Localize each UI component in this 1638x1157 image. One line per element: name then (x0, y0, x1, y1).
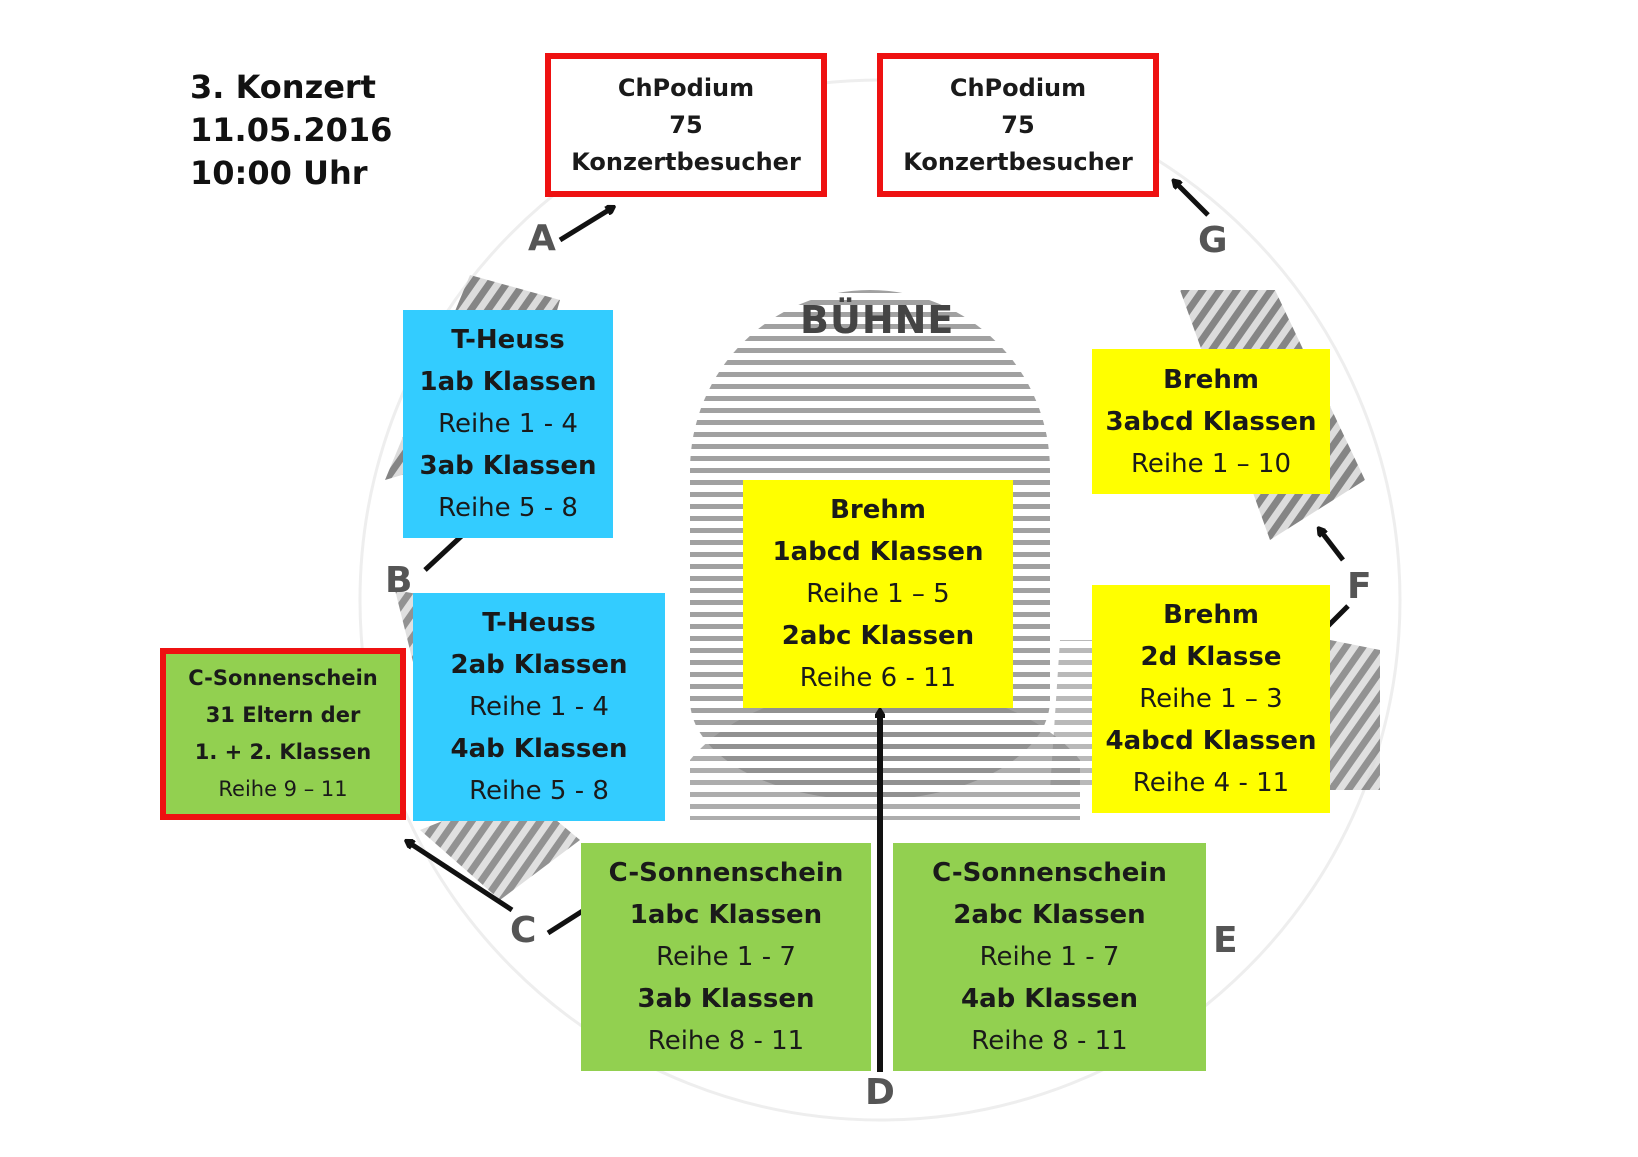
entrance-e: E (1213, 920, 1238, 961)
box-line: Reihe 5 - 8 (469, 776, 609, 806)
csonnenschein-left-box: C-Sonnenschein 1abc Klassen Reihe 1 - 7 … (581, 843, 871, 1071)
box-line: 4ab Klassen (450, 734, 628, 764)
box-line: Reihe 1 – 5 (806, 579, 950, 609)
box-line: Konzertbesucher (903, 147, 1133, 176)
box-line: 2abc Klassen (953, 900, 1146, 930)
box-line: Reihe 9 – 11 (218, 777, 348, 801)
box-line: 31 Eltern der (205, 703, 361, 727)
box-line: 75 (669, 110, 703, 139)
csonnenschein-parents-box: C-Sonnenschein 31 Eltern der 1. + 2. Kla… (160, 648, 406, 820)
box-line: Reihe 1 - 7 (979, 942, 1120, 972)
seat-block-center-bottom (690, 684, 1080, 820)
seat-block-right-lower (1050, 640, 1100, 790)
box-line: Konzertbesucher (571, 147, 801, 176)
box-line: Reihe 6 - 11 (799, 663, 957, 693)
box-line: Brehm (830, 495, 926, 525)
box-line: ChPodium (617, 73, 755, 102)
box-line: 2abc Klassen (781, 621, 975, 651)
concert-info: 3. Konzert 11.05.2016 10:00 Uhr (190, 66, 392, 195)
box-line: Reihe 1 - 4 (438, 409, 578, 439)
box-line: 3ab Klassen (419, 451, 597, 481)
box-line: Brehm (1163, 364, 1259, 395)
box-line: Reihe 1 – 10 (1130, 448, 1291, 479)
box-line: T-Heuss (451, 325, 565, 355)
entrance-a: A (528, 218, 556, 259)
csonnenschein-right-box: C-Sonnenschein 2abc Klassen Reihe 1 - 7 … (893, 843, 1206, 1071)
arrow-g (1175, 182, 1210, 217)
brehm-right-bottom-box: Brehm 2d Klasse Reihe 1 – 3 4abcd Klasse… (1092, 585, 1330, 813)
box-line: Reihe 5 - 8 (438, 493, 578, 523)
entrance-g: G (1198, 220, 1228, 261)
theuss-bottom-box: T-Heuss 2ab Klassen Reihe 1 - 4 4ab Klas… (413, 593, 665, 821)
entrance-f: F (1347, 566, 1372, 607)
seat-block-right (1320, 640, 1380, 790)
box-line: ChPodium (949, 73, 1087, 102)
entrance-c: C (510, 910, 537, 951)
brehm-right-top-box: Brehm 3abcd Klassen Reihe 1 – 10 (1092, 349, 1330, 494)
concert-number: 3. Konzert (190, 68, 376, 106)
box-line: C-Sonnenschein (188, 666, 378, 690)
brehm-center-box: Brehm 1abcd Klassen Reihe 1 – 5 2abc Kla… (743, 480, 1013, 708)
box-line: C-Sonnenschein (608, 858, 844, 888)
box-line: Reihe 8 - 11 (971, 1026, 1128, 1056)
box-line: 3ab Klassen (637, 984, 815, 1014)
entrance-b: B (385, 560, 413, 601)
box-line: 2ab Klassen (450, 650, 628, 680)
box-line: Reihe 1 - 4 (469, 692, 609, 722)
box-line: 1abcd Klassen (772, 537, 984, 567)
box-line: 75 (1001, 110, 1035, 139)
concert-date: 11.05.2016 (190, 111, 393, 149)
box-line: Reihe 8 - 11 (647, 1026, 805, 1056)
arrow-a (558, 208, 612, 243)
concert-time: 10:00 Uhr (190, 154, 368, 192)
box-line: 3abcd Klassen (1105, 406, 1317, 437)
chpodium-right-box: ChPodium 75 Konzertbesucher (877, 53, 1159, 197)
arrow-c-left (408, 842, 514, 913)
box-line: 4abcd Klassen (1105, 726, 1317, 756)
arrow-f-up (1320, 530, 1345, 562)
box-line: Reihe 1 – 3 (1139, 684, 1283, 714)
box-line: 4ab Klassen (961, 984, 1138, 1014)
entrance-d: D (865, 1072, 895, 1113)
chpodium-left-box: ChPodium 75 Konzertbesucher (545, 53, 827, 197)
box-line: 1. + 2. Klassen (194, 740, 372, 764)
box-line: Reihe 4 - 11 (1132, 768, 1290, 798)
box-line: Reihe 1 - 7 (656, 942, 796, 972)
box-line: T-Heuss (482, 608, 596, 638)
box-line: 1ab Klassen (419, 367, 597, 397)
theuss-top-box: T-Heuss 1ab Klassen Reihe 1 - 4 3ab Klas… (403, 310, 613, 538)
box-line: 1abc Klassen (629, 900, 823, 930)
box-line: C-Sonnenschein (932, 858, 1167, 888)
box-line: 2d Klasse (1140, 642, 1282, 672)
stage-label: BÜHNE (800, 298, 955, 342)
box-line: Brehm (1163, 600, 1259, 630)
